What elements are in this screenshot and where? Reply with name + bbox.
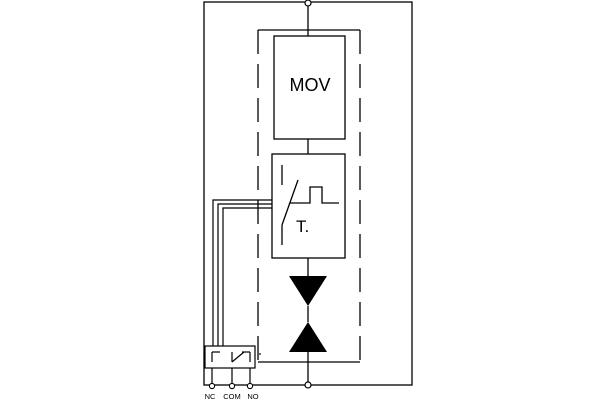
- thermal-disconnector-block: [271, 153, 346, 259]
- com-terminal-pin: [228, 382, 236, 390]
- signal-wire-inner: [222, 207, 272, 346]
- diode-down-icon: [289, 276, 327, 306]
- no-terminal-pin: [246, 382, 254, 390]
- mov-block: [273, 35, 346, 140]
- no-terminal-label: NO: [247, 392, 258, 400]
- bottom-terminal: [304, 381, 312, 389]
- nc-terminal-label: NC: [205, 392, 216, 400]
- diode-up-icon: [289, 322, 327, 352]
- top-terminal: [304, 0, 312, 7]
- contact-com-blade: [231, 351, 245, 363]
- thermal-label: T.: [296, 217, 309, 236]
- signal-junction-dot: [259, 353, 261, 355]
- mov-label: MOV: [289, 75, 330, 95]
- thermal-pulse-waveform-icon: [290, 186, 339, 204]
- com-terminal-label: COM: [223, 392, 241, 400]
- signal-wire-outer: [212, 199, 272, 346]
- nc-terminal-pin: [208, 382, 216, 390]
- signal-wire-middle: [217, 203, 272, 346]
